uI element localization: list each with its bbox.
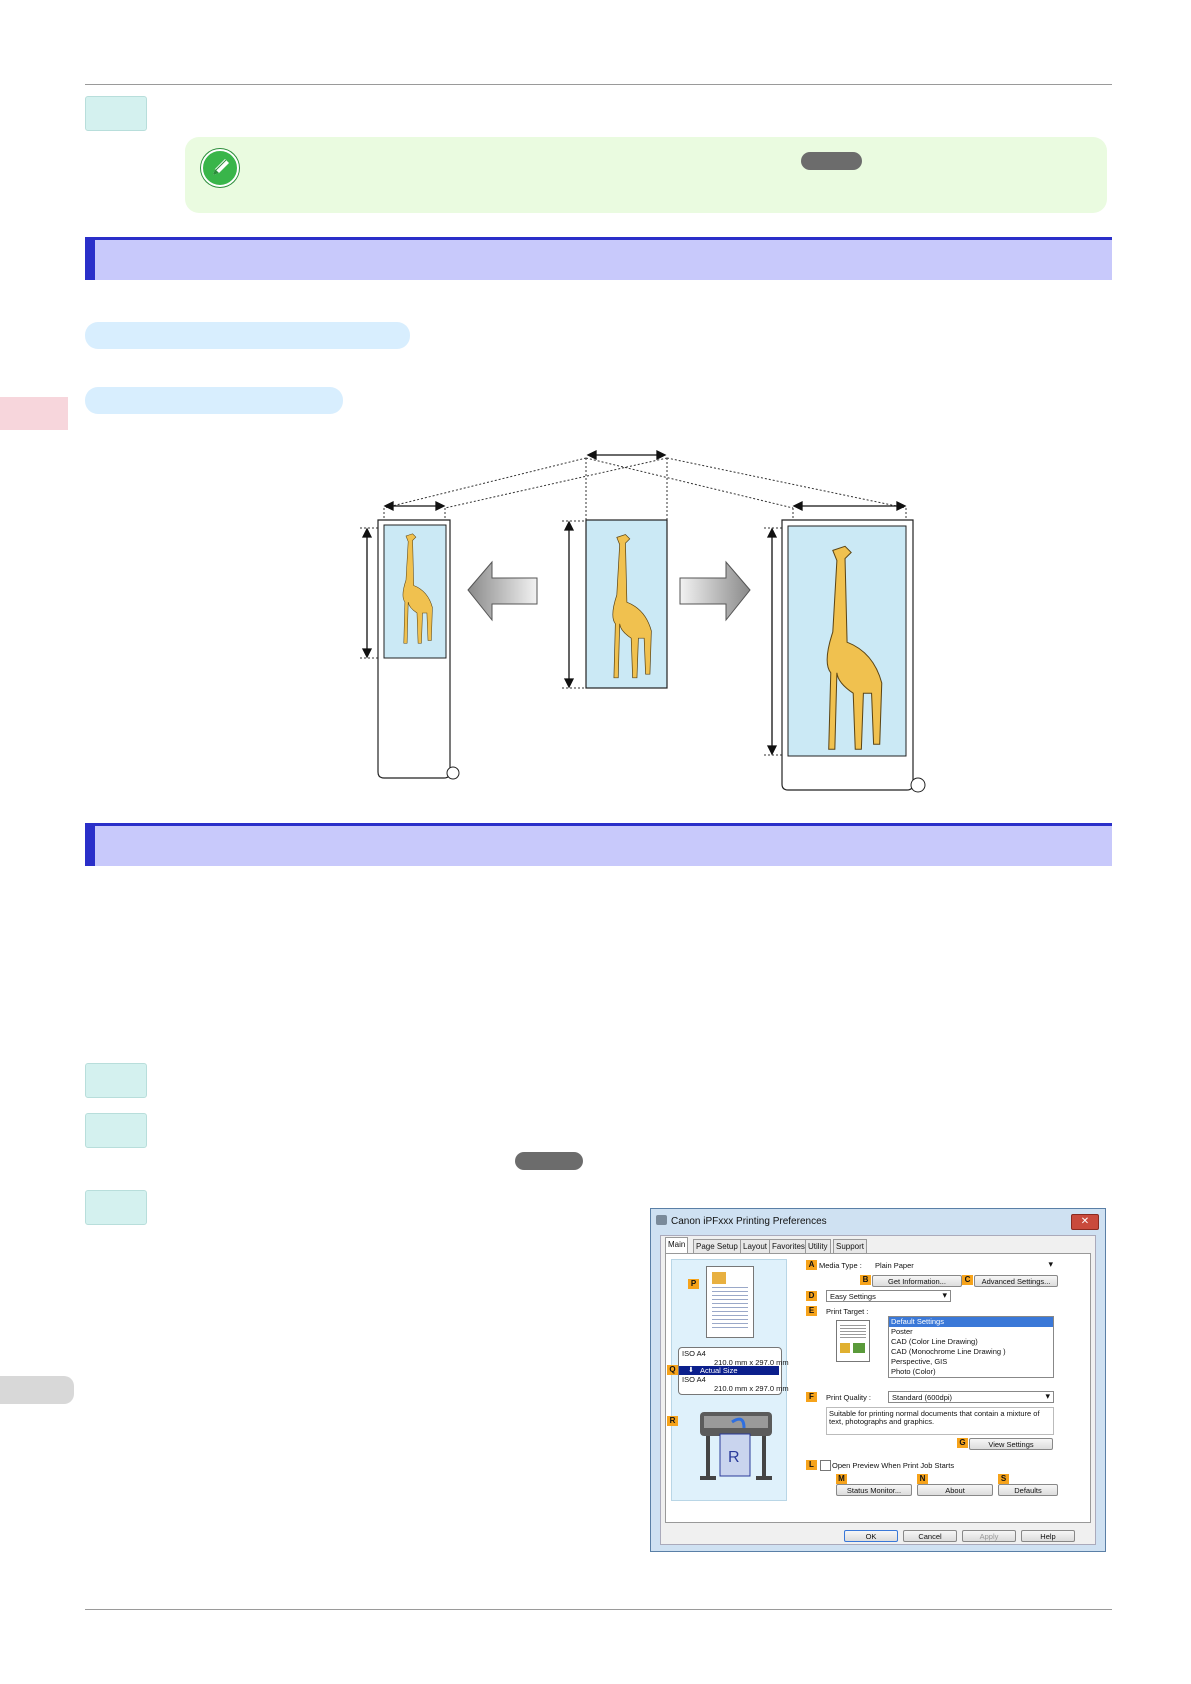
media-type-label: Media Type :: [819, 1261, 862, 1270]
media-type-select[interactable]: Plain Paper: [871, 1259, 1057, 1271]
reference-link[interactable]: [515, 1152, 583, 1170]
tab-page-setup[interactable]: Page Setup: [693, 1239, 741, 1254]
section-header: [85, 237, 1112, 280]
subheading-pill: [85, 387, 343, 414]
paper-bottom-label: ISO A4: [682, 1375, 706, 1384]
note-box: [185, 137, 1107, 213]
get-information-button[interactable]: Get Information...: [872, 1275, 962, 1287]
print-target-item[interactable]: Poster: [891, 1327, 913, 1336]
apply-button[interactable]: Apply: [962, 1530, 1016, 1542]
step-box: [85, 1063, 147, 1098]
view-settings-button[interactable]: View Settings: [969, 1438, 1053, 1450]
label-l: L: [806, 1460, 817, 1470]
label-n: N: [917, 1474, 928, 1484]
label-c: C: [962, 1275, 973, 1285]
step-box: [85, 1113, 147, 1148]
label-e: E: [806, 1306, 817, 1316]
paper-bottom-size: 210.0 mm x 297.0 mm: [714, 1384, 789, 1393]
step-box: [85, 1190, 147, 1225]
print-target-item[interactable]: CAD (Color Line Drawing): [891, 1337, 978, 1346]
tab-favorites[interactable]: Favorites: [769, 1239, 808, 1254]
label-m: M: [836, 1474, 847, 1484]
print-quality-select[interactable]: Standard (600dpi): [888, 1391, 1054, 1403]
main-tab-panel: P ISO A4 210.0 mm x 297.0 mm ⬇ Actual Si…: [665, 1253, 1091, 1523]
help-button[interactable]: Help: [1021, 1530, 1075, 1542]
label-a: A: [806, 1260, 817, 1270]
top-rule: [85, 84, 1112, 85]
easy-settings-select[interactable]: Easy Settings: [826, 1290, 951, 1302]
label-q: Q: [667, 1365, 678, 1375]
ok-button[interactable]: OK: [844, 1530, 898, 1542]
print-target-item[interactable]: Perspective, GIS: [891, 1357, 948, 1366]
actual-size-label: Actual Size: [700, 1366, 738, 1375]
print-target-item[interactable]: Default Settings: [889, 1317, 1053, 1327]
quality-description: Suitable for printing normal documents t…: [826, 1407, 1054, 1435]
status-monitor-button[interactable]: Status Monitor...: [836, 1484, 912, 1496]
paper-top-size: 210.0 mm x 297.0 mm: [714, 1358, 789, 1367]
print-target-label: Print Target :: [826, 1307, 869, 1316]
printer-icon: [656, 1215, 667, 1225]
label-f: F: [806, 1392, 817, 1402]
section-header: [85, 823, 1112, 866]
bottom-rule: [85, 1609, 1112, 1610]
svg-text:R: R: [728, 1449, 740, 1466]
open-preview-checkbox[interactable]: [820, 1460, 831, 1471]
print-quality-label: Print Quality :: [826, 1393, 872, 1402]
open-preview-label: Open Preview When Print Job Starts: [832, 1461, 955, 1470]
print-target-thumbnail: [836, 1320, 870, 1362]
advanced-settings-button[interactable]: Advanced Settings...: [974, 1275, 1058, 1287]
tab-utility[interactable]: Utility: [805, 1239, 831, 1254]
side-index-tab: [0, 1376, 74, 1404]
chapter-side-tab: [0, 397, 68, 430]
step-box: [85, 96, 147, 131]
close-button[interactable]: ✕: [1071, 1214, 1099, 1230]
tab-layout[interactable]: Layout: [740, 1239, 771, 1254]
subheading-pill: [85, 322, 410, 349]
printer-illustration: R: [694, 1404, 778, 1490]
down-arrow-icon: ⬇: [688, 1367, 694, 1374]
enlargement-illustration: [360, 449, 926, 793]
label-s: S: [998, 1474, 1009, 1484]
actual-size-bar: [679, 1366, 779, 1375]
tab-support[interactable]: Support: [833, 1239, 868, 1254]
label-d: D: [806, 1291, 817, 1301]
tab-main[interactable]: Main: [665, 1237, 689, 1254]
label-p: P: [688, 1279, 699, 1289]
label-b: B: [860, 1275, 871, 1285]
label-r: R: [667, 1416, 678, 1426]
defaults-button[interactable]: Defaults: [998, 1484, 1058, 1496]
dialog-body: Main Page Setup Layout Favorites Utility…: [660, 1235, 1096, 1545]
dialog-title: Canon iPFxxx Printing Preferences: [671, 1216, 827, 1227]
label-g: G: [957, 1438, 968, 1448]
printing-preferences-dialog: Canon iPFxxx Printing Preferences ✕ Main…: [650, 1208, 1106, 1552]
reference-link[interactable]: [801, 152, 862, 170]
print-target-list[interactable]: Default Settings Poster CAD (Color Line …: [888, 1316, 1054, 1378]
about-button[interactable]: About: [917, 1484, 993, 1496]
print-target-item[interactable]: Photo (Color): [891, 1367, 936, 1376]
page-preview: [706, 1266, 754, 1338]
print-target-item[interactable]: CAD (Monochrome Line Drawing ): [891, 1347, 1006, 1356]
paper-top-label: ISO A4: [682, 1349, 706, 1358]
pencil-note-icon: [201, 149, 239, 187]
cancel-button[interactable]: Cancel: [903, 1530, 957, 1542]
